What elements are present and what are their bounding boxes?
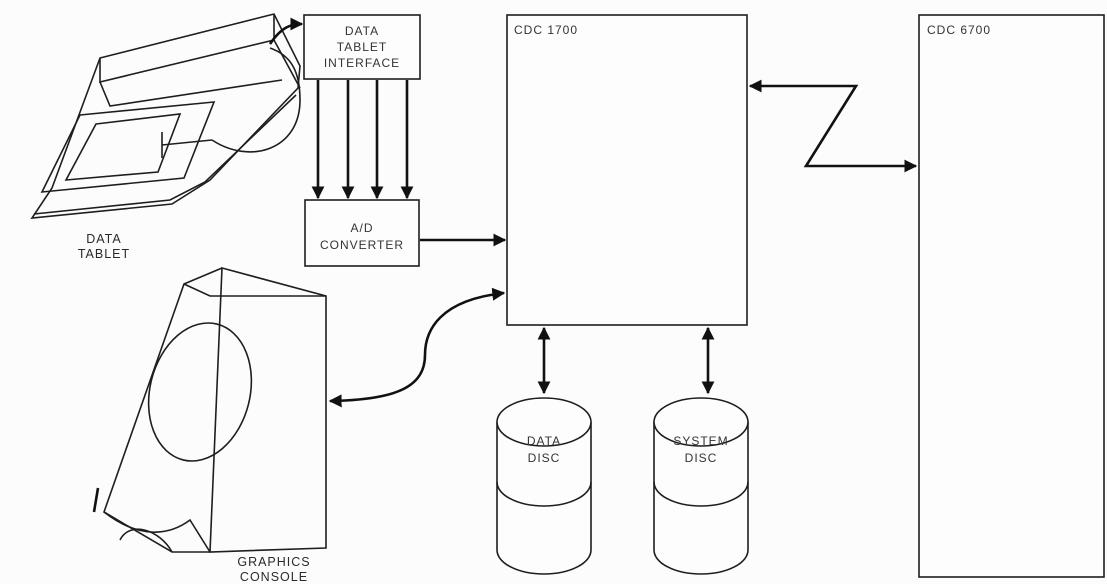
interface-to-converter-arrows xyxy=(318,80,407,198)
data-tablet-label-line2: TABLET xyxy=(78,247,130,261)
data-disc: DATA DISC xyxy=(497,398,591,574)
cdc-1700-box: CDC 1700 xyxy=(507,15,747,325)
interface-label-line3: INTERFACE xyxy=(324,56,400,70)
data-tablet-drawing xyxy=(32,14,300,218)
cdc-1700-label: CDC 1700 xyxy=(514,23,578,37)
system-disc-label-line1: SYSTEM xyxy=(673,434,728,448)
graphics-console-label: GRAPHICS CONSOLE xyxy=(237,555,310,584)
console-label-line1: GRAPHICS xyxy=(237,555,310,569)
ad-converter-box: A/D CONVERTER xyxy=(305,200,419,266)
cdc1700-to-console-link xyxy=(330,293,504,401)
system-disc: SYSTEM DISC xyxy=(654,398,748,574)
cdc-6700-label: CDC 6700 xyxy=(927,23,991,37)
cdc-6700-box: CDC 6700 xyxy=(919,15,1104,577)
converter-label-line2: CONVERTER xyxy=(320,238,404,252)
data-tablet-interface-box: DATA TABLET INTERFACE xyxy=(304,15,420,79)
data-tablet-label: DATA TABLET xyxy=(78,232,130,261)
data-tablet-label-line1: DATA xyxy=(86,232,121,246)
graphics-console-drawing xyxy=(94,268,326,552)
data-disc-label-line1: DATA xyxy=(527,434,561,448)
system-disc-label-line2: DISC xyxy=(685,451,718,465)
cdc1700-to-cdc6700-link xyxy=(750,86,916,166)
interface-label-line1: DATA xyxy=(345,24,379,38)
console-label-line2: CONSOLE xyxy=(240,570,308,584)
converter-label-line1: A/D xyxy=(350,221,373,235)
interface-label-line2: TABLET xyxy=(337,40,387,54)
data-disc-label-line2: DISC xyxy=(528,451,561,465)
